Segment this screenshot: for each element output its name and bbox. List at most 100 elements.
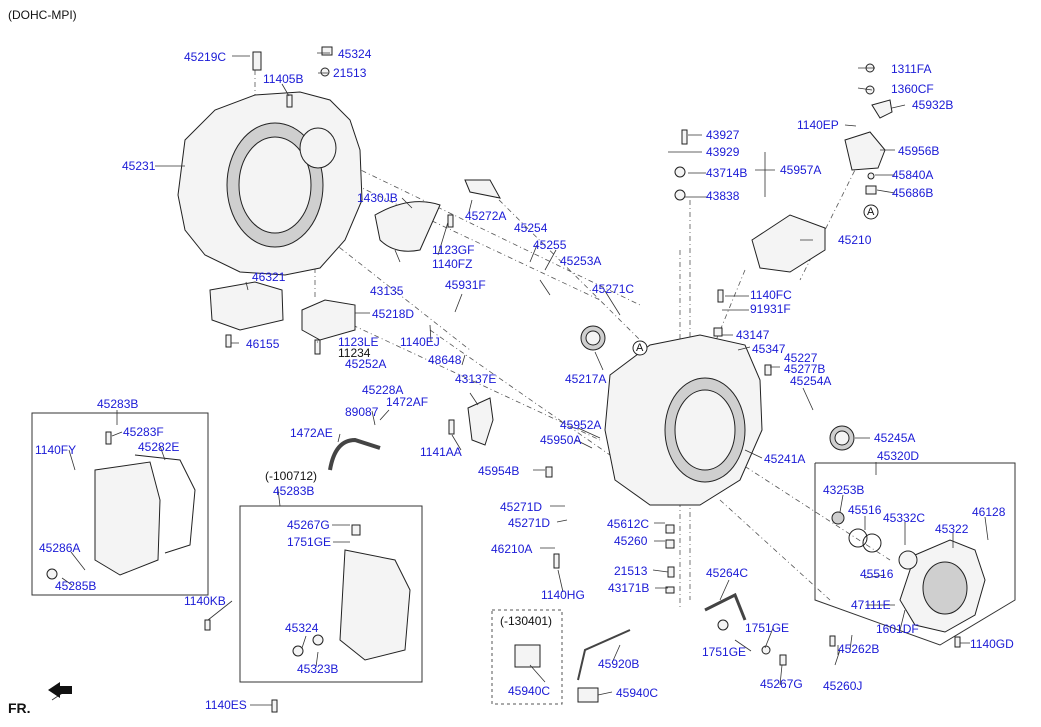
part-label-21513[interactable]: 21513 <box>333 66 367 80</box>
part-label-1751ge[interactable]: 1751GE <box>745 621 790 635</box>
part-label-89087[interactable]: 89087 <box>345 405 379 419</box>
part-label-1140kb[interactable]: 1140KB <box>184 594 226 608</box>
part-label-46155[interactable]: 46155 <box>246 337 280 351</box>
part-label-45227[interactable]: 45227 <box>784 351 818 365</box>
part-label-45322[interactable]: 45322 <box>935 522 969 536</box>
part-label-45920b[interactable]: 45920B <box>598 657 640 671</box>
part-label-1430jb[interactable]: 1430JB <box>357 191 398 205</box>
part-label-45264c[interactable]: 45264C <box>706 566 749 580</box>
part-label-45255[interactable]: 45255 <box>533 238 567 252</box>
part-label-1123le[interactable]: 1123LE <box>338 335 379 349</box>
part-label-45612c[interactable]: 45612C <box>607 517 650 531</box>
part-label-45262b[interactable]: 45262B <box>838 642 880 656</box>
part-label-45254a[interactable]: 45254A <box>790 374 832 388</box>
part-label-45267g[interactable]: 45267G <box>760 677 803 691</box>
part-label-1140fy[interactable]: 1140FY <box>35 443 77 457</box>
part-label-45950a[interactable]: 45950A <box>540 433 582 447</box>
part-label-45267g-2[interactable]: 45267G <box>287 518 330 532</box>
part-label-43253b[interactable]: 43253B <box>823 483 865 497</box>
part-label-45940c[interactable]: 45940C <box>508 684 551 698</box>
part-label-45241a[interactable]: 45241A <box>764 452 806 466</box>
part-label-45954b[interactable]: 45954B <box>478 464 520 478</box>
part-label-1140ep[interactable]: 1140EP <box>797 118 839 132</box>
part-label-1472ae[interactable]: 1472AE <box>290 426 333 440</box>
part-label-1141aa[interactable]: 1141AA <box>420 445 462 459</box>
part-label-45516-2[interactable]: 45516 <box>860 567 894 581</box>
part-label-46321[interactable]: 46321 <box>252 270 286 284</box>
part-label-45253a[interactable]: 45253A <box>560 254 602 268</box>
part-label-45932b[interactable]: 45932B <box>912 98 954 112</box>
part-label-21513-2[interactable]: 21513 <box>614 564 648 578</box>
part-label-45254[interactable]: 45254 <box>514 221 548 235</box>
part-label-48648[interactable]: 48648 <box>428 353 462 367</box>
part-label-91931f[interactable]: 91931F <box>750 302 791 316</box>
part-label-45260j[interactable]: 45260J <box>823 679 863 693</box>
part-label-45957a[interactable]: 45957A <box>780 163 822 177</box>
diagram-header: (DOHC-MPI) <box>8 8 77 22</box>
part-label-1140ej[interactable]: 1140EJ <box>400 335 440 349</box>
part-label-45271d-2[interactable]: 45271D <box>508 516 551 530</box>
part-label-45282e[interactable]: 45282E <box>138 440 180 454</box>
part-label-47111e[interactable]: 47111E <box>851 598 891 612</box>
rear-cover-group-box <box>814 462 1016 646</box>
part-label-43171b[interactable]: 43171B <box>608 581 650 595</box>
part-label-45286a[interactable]: 45286A <box>39 541 81 555</box>
part-label-45272a[interactable]: 45272A <box>465 209 507 223</box>
oil-strainer <box>209 281 284 331</box>
part-label-45956b[interactable]: 45956B <box>898 144 940 158</box>
variant-date-100712: (-100712) <box>265 469 318 483</box>
part-label-43135[interactable]: 43135 <box>370 284 404 298</box>
part-label-1140gd[interactable]: 1140GD <box>970 637 1014 651</box>
part-label-43929[interactable]: 43929 <box>706 145 740 159</box>
part-label-45320d[interactable]: 45320D <box>877 449 920 463</box>
part-label-45840a[interactable]: 45840A <box>892 168 934 182</box>
part-label-1140hg[interactable]: 1140HG <box>541 588 585 602</box>
part-label-43838[interactable]: 43838 <box>706 189 740 203</box>
part-label-45210[interactable]: 45210 <box>838 233 872 247</box>
part-label-1360cf[interactable]: 1360CF <box>891 82 934 96</box>
part-label-45217a[interactable]: 45217A <box>565 372 607 386</box>
part-label-45931f[interactable]: 45931F <box>445 278 486 292</box>
part-label-1472af[interactable]: 1472AF <box>386 395 429 409</box>
part-label-45283b-2[interactable]: 45283B <box>273 484 315 498</box>
part-label-45219c[interactable]: 45219C <box>184 50 227 64</box>
part-label-45252a[interactable]: 45252A <box>345 357 387 371</box>
part-label-45285b[interactable]: 45285B <box>55 579 97 593</box>
part-label-1140fz[interactable]: 1140FZ <box>432 257 473 271</box>
part-label-1311fa[interactable]: 1311FA <box>891 62 932 76</box>
part-label-1140fc[interactable]: 1140FC <box>750 288 792 302</box>
part-label-45283b[interactable]: 45283B <box>97 397 139 411</box>
part-label-45218d[interactable]: 45218D <box>372 307 415 321</box>
part-label-43137e[interactable]: 43137E <box>455 372 497 386</box>
part-label-45231[interactable]: 45231 <box>122 159 156 173</box>
part-label-45952a[interactable]: 45952A <box>560 418 602 432</box>
part-label-45324[interactable]: 45324 <box>338 47 372 61</box>
part-label-43714b[interactable]: 43714B <box>706 166 748 180</box>
part-label-45260[interactable]: 45260 <box>614 534 648 548</box>
part-label-45283f[interactable]: 45283F <box>123 425 164 439</box>
part-label-45271d[interactable]: 45271D <box>500 500 543 514</box>
part-label-43147[interactable]: 43147 <box>736 328 770 342</box>
part-label-1123gf[interactable]: 1123GF <box>432 243 475 257</box>
part-label-46210a[interactable]: 46210A <box>491 542 533 556</box>
part-label-1751ge-2[interactable]: 1751GE <box>702 645 747 659</box>
part-label-1140es[interactable]: 1140ES <box>205 698 247 712</box>
part-label-45271c[interactable]: 45271C <box>592 282 635 296</box>
part-label-45516[interactable]: 45516 <box>848 503 882 517</box>
part-label-43927[interactable]: 43927 <box>706 128 740 142</box>
part-label-46128[interactable]: 46128 <box>972 505 1006 519</box>
part-label-45324-2[interactable]: 45324 <box>285 621 319 635</box>
part-label-45347[interactable]: 45347 <box>752 342 786 356</box>
part-label-1751ge-3[interactable]: 1751GE <box>287 535 332 549</box>
part-label-45323b[interactable]: 45323B <box>297 662 339 676</box>
part-label-45940c-2[interactable]: 45940C <box>616 686 659 700</box>
part-label-45686b[interactable]: 45686B <box>892 186 934 200</box>
part-label-45245a[interactable]: 45245A <box>874 431 916 445</box>
part-label-45332c[interactable]: 45332C <box>883 511 926 525</box>
part-label-45277b[interactable]: 45277B <box>784 362 826 376</box>
ref-marker-a: A <box>636 342 644 354</box>
part-label-1601df[interactable]: 1601DF <box>876 622 919 636</box>
part-label-45228a[interactable]: 45228A <box>362 383 404 397</box>
part-label-11405b[interactable]: 11405B <box>263 72 304 86</box>
